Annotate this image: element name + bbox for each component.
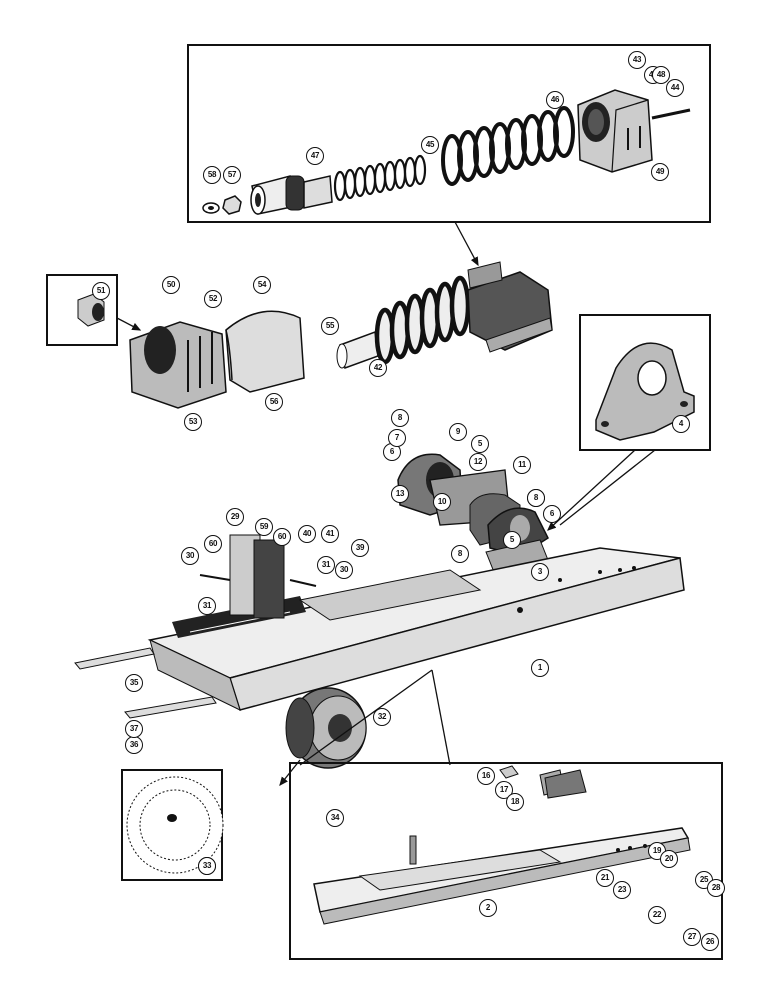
part-callout-26: 26 <box>701 933 719 951</box>
part-callout-2: 2 <box>479 899 497 917</box>
frame-inset <box>289 669 723 960</box>
part-callout-12: 12 <box>469 453 487 471</box>
part-callout-13: 13 <box>391 485 409 503</box>
part-callout-1: 1 <box>531 659 549 677</box>
part-callout-36: 36 <box>125 736 143 754</box>
part-callout-10: 10 <box>433 493 451 511</box>
part-callout-18: 18 <box>506 793 524 811</box>
part-callout-37: 37 <box>125 720 143 738</box>
part-callout-35: 35 <box>125 674 143 692</box>
part-callout-30: 30 <box>181 547 199 565</box>
part-callout-8: 8 <box>527 489 545 507</box>
part-callout-21: 21 <box>596 869 614 887</box>
part-callout-29: 29 <box>226 508 244 526</box>
track-frame <box>147 534 685 711</box>
part-callout-27: 27 <box>683 928 701 946</box>
part-callout-30: 30 <box>335 561 353 579</box>
part-callout-42: 42 <box>369 359 387 377</box>
part-callout-6: 6 <box>543 505 561 523</box>
part-callout-4: 4 <box>672 415 690 433</box>
part-callout-41: 41 <box>321 525 339 543</box>
part-callout-40: 40 <box>298 525 316 543</box>
part-callout-22: 22 <box>648 906 666 924</box>
wheel-detail-inset <box>121 769 224 881</box>
part-callout-33: 33 <box>198 857 216 875</box>
idler-wheel <box>279 687 367 787</box>
part-callout-34: 34 <box>326 809 344 827</box>
part-callout-31: 31 <box>198 597 216 615</box>
part-callout-44: 44 <box>666 79 684 97</box>
part-callout-47: 47 <box>306 147 324 165</box>
part-callout-60: 60 <box>273 528 291 546</box>
part-callout-46: 46 <box>546 91 564 109</box>
part-callout-3: 3 <box>531 563 549 581</box>
part-callout-5: 5 <box>503 531 521 549</box>
part-callout-8: 8 <box>391 409 409 427</box>
part-callout-39: 39 <box>351 539 369 557</box>
part-callout-60: 60 <box>204 535 222 553</box>
part-callout-16: 16 <box>477 767 495 785</box>
recoil-spring-inset <box>187 44 711 267</box>
part-callout-48: 48 <box>652 66 670 84</box>
part-callout-55: 55 <box>321 317 339 335</box>
part-callout-31: 31 <box>317 556 335 574</box>
part-callout-51: 51 <box>92 282 110 300</box>
bracket-inset <box>547 314 711 531</box>
part-callout-49: 49 <box>651 163 669 181</box>
part-callout-32: 32 <box>373 708 391 726</box>
part-callout-53: 53 <box>184 413 202 431</box>
part-callout-9: 9 <box>449 423 467 441</box>
part-callout-58: 58 <box>203 166 221 184</box>
part-callout-8: 8 <box>451 545 469 563</box>
part-callout-43: 43 <box>628 51 646 69</box>
part-callout-23: 23 <box>613 881 631 899</box>
part-callout-54: 54 <box>253 276 271 294</box>
part-callout-11: 11 <box>513 456 531 474</box>
part-callout-57: 57 <box>223 166 241 184</box>
part-callout-20: 20 <box>660 850 678 868</box>
part-callout-56: 56 <box>265 393 283 411</box>
part-callout-50: 50 <box>162 276 180 294</box>
wear-strips <box>74 647 217 719</box>
part-callout-52: 52 <box>204 290 222 308</box>
part-callout-45: 45 <box>421 136 439 154</box>
recoil-assembly-main <box>46 261 553 409</box>
part-callout-7: 7 <box>388 429 406 447</box>
part-callout-5: 5 <box>471 435 489 453</box>
part-callout-59: 59 <box>255 518 273 536</box>
part-callout-28: 28 <box>707 879 725 897</box>
